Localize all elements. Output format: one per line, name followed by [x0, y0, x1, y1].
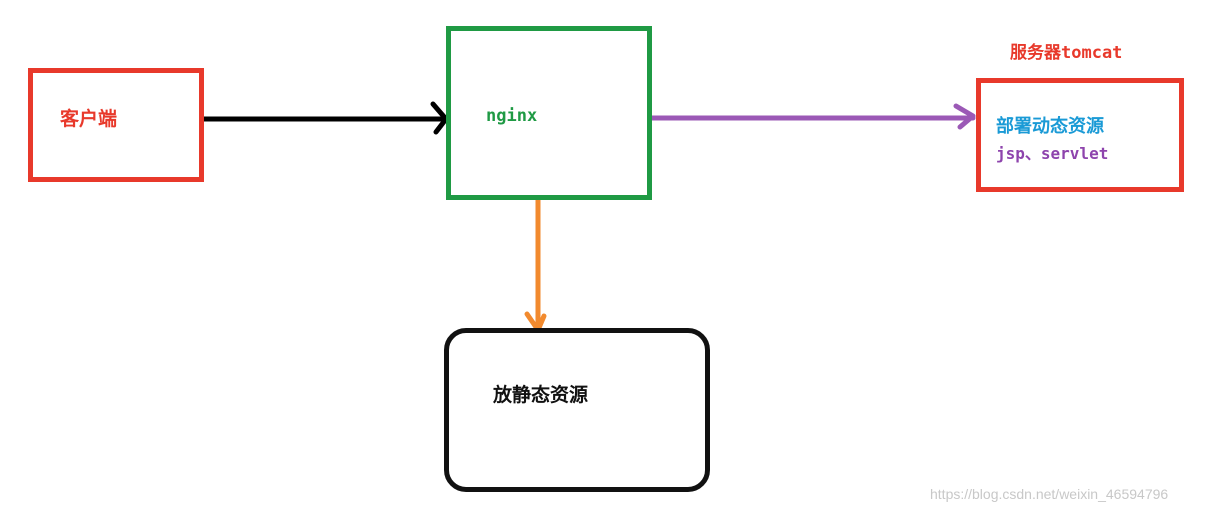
- nginx-label: nginx: [486, 106, 538, 126]
- client-to-nginx-arrow: [201, 101, 449, 135]
- tomcat-server-title: 服务器tomcat: [1010, 43, 1123, 63]
- tomcat-node: [976, 78, 1184, 192]
- dynamic-resources-label: 部署动态资源: [996, 116, 1104, 137]
- client-label: 客户端: [60, 108, 118, 130]
- dynamic-resources-sublabel: jsp、servlet: [996, 144, 1109, 163]
- client-node: [28, 68, 204, 182]
- nginx-to-tomcat-arrow: [649, 103, 976, 130]
- static-resources-node: [444, 328, 710, 492]
- nginx-node: [446, 26, 652, 200]
- static-resources-label: 放静态资源: [493, 384, 589, 406]
- watermark-text: https://blog.csdn.net/weixin_46594796: [930, 486, 1169, 502]
- nginx-to-static-arrow: [524, 197, 547, 333]
